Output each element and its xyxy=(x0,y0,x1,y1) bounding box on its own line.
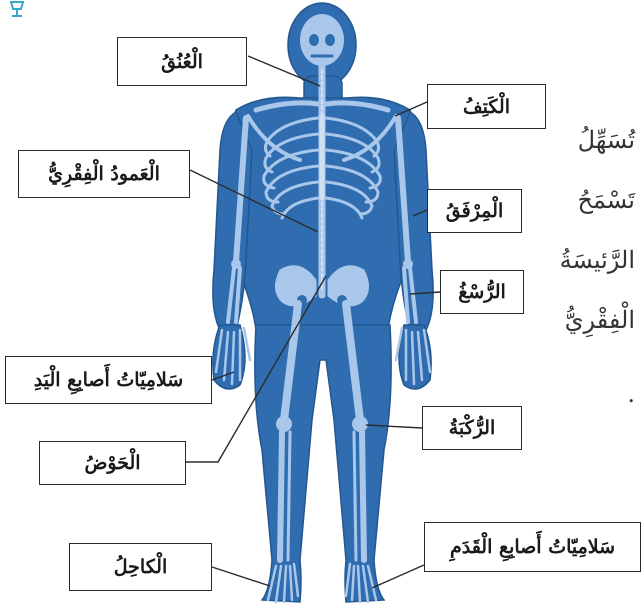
side-text-line-5: . xyxy=(627,380,635,408)
lamp-icon xyxy=(8,0,26,20)
label-foot-phalanges: سَلامِيّاتُ أَصابِعِ الْقَدَمِ xyxy=(424,522,641,572)
label-ankle: الْكاحِلُ xyxy=(69,543,212,591)
label-elbow: الْمِرْفَقُ xyxy=(427,189,522,233)
label-wrist: الرُّسْغُ xyxy=(440,270,524,314)
label-shoulder: الْكَتِفُ xyxy=(427,84,546,129)
label-pelvis: الْحَوْضُ xyxy=(39,441,186,485)
label-knee: الرُّكْبَةُ xyxy=(422,406,522,450)
leader-ankle xyxy=(212,567,270,586)
label-hand-phalanges: سَلامِيّاتُ أَصابِعِ الْيَدِ xyxy=(5,356,212,404)
label-spine: الْعَمودُ الْفِقْرِيُّ xyxy=(18,150,190,198)
side-text-line-2: تَسْمَحُ xyxy=(578,186,635,214)
side-text-line-1: تُسَهِّلُ xyxy=(578,126,635,154)
side-text-line-3: الرَّئيسَةُ xyxy=(560,246,635,274)
leader-foot xyxy=(372,565,424,588)
label-neck: الْعُنُقُ xyxy=(117,37,247,86)
side-text-line-4: الْفِقْرِيُّ xyxy=(565,306,635,334)
